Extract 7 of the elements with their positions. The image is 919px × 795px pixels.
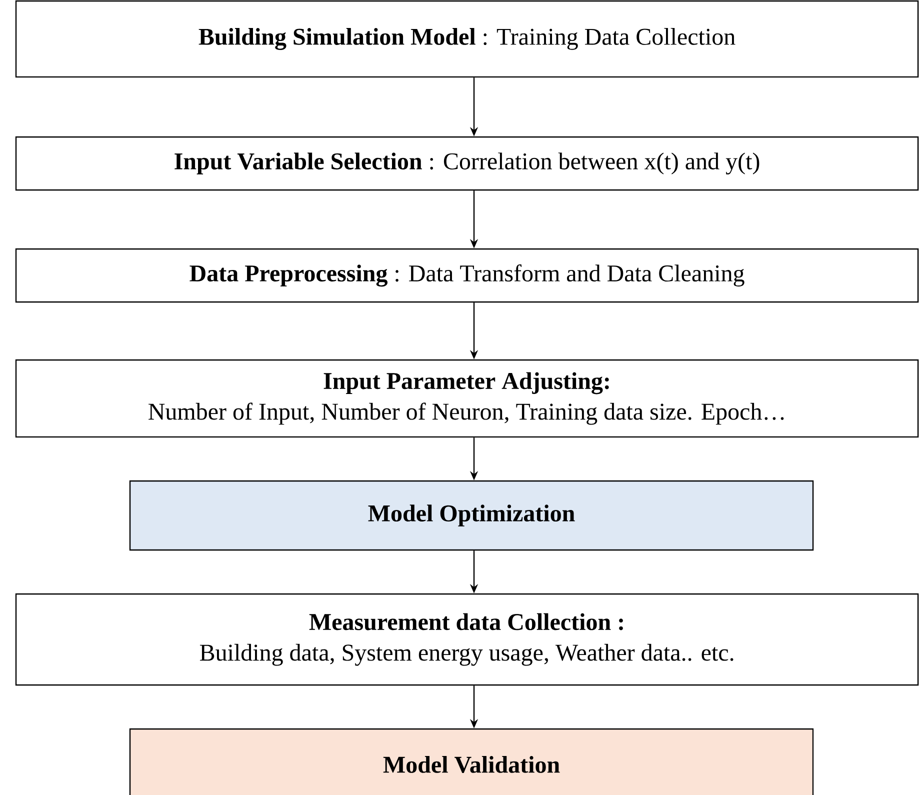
optimization-box: Model Optimization	[129, 480, 814, 551]
process-box: Data Preprocessing : Data Transform and Data Cleaning	[15, 248, 919, 303]
process-box: Input Variable Selection : Correlation between x(t) and y(t)	[15, 136, 919, 191]
validation-box: Model Validation	[129, 728, 814, 795]
process-box: Input Parameter Adjusting: Number of Input, Number of Neuron, Training data size. Epoch…	[15, 359, 919, 438]
process-box: Measurement data Collection : Building data, System energy usage, Weather data.. etc.	[15, 593, 919, 686]
process-box: Building Simulation Model : Training Data Collection	[15, 0, 919, 78]
